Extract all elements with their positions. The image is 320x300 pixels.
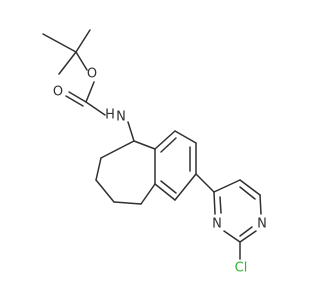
- bond-pc6-n1: [259, 194, 262, 215]
- bond-c5-c6: [100, 140, 135, 159]
- bond-n3-pc4-inner: [219, 196, 222, 214]
- bond-c2-pyrimidine: [195, 173, 215, 193]
- bond-c-o-double-a: [68, 91, 87, 103]
- bond-pc5-pc6-inner: [239, 186, 256, 200]
- bond-c2-c1: [174, 173, 197, 201]
- bond-n1-pc2-double: [239, 230, 257, 243]
- molecule-structure: O O H N N N Cl: [42, 29, 267, 276]
- pyrimidine-n1-label: N: [257, 217, 267, 232]
- amine-nitrogen-label: N: [116, 110, 126, 125]
- carbonyl-oxygen-label: O: [53, 85, 63, 100]
- bond-c8-c9: [113, 201, 142, 205]
- bond-c1-c9a-inner: [160, 180, 177, 194]
- ester-oxygen-label: O: [87, 67, 97, 82]
- bond-tbu-methyl-1: [42, 33, 77, 53]
- bond-c6-c7: [95, 157, 102, 181]
- bond-c-n: [85, 101, 106, 116]
- bond-tbu-o: [75, 51, 88, 71]
- amine-hydrogen-label: H: [105, 108, 115, 123]
- bonds: [42, 29, 262, 260]
- bond-c4-c3: [174, 130, 197, 144]
- bond-c5-c4a: [133, 140, 156, 150]
- bond-pc4-pc5: [213, 179, 241, 193]
- bond-tbu-methyl-2: [75, 29, 91, 53]
- bond-n3-pc4-double: [213, 191, 216, 215]
- bond-c1-c9a-double: [154, 183, 176, 201]
- bond-tbu-methyl-3: [58, 51, 77, 75]
- atom-labels: O O H N N N Cl: [53, 67, 267, 276]
- bond-c-o-double-b: [65, 95, 84, 107]
- bond-n1-pc2-inner: [239, 226, 253, 237]
- pyrimidine-n3-label: N: [212, 217, 222, 232]
- bond-o-carbonyl-c: [85, 81, 95, 103]
- bond-c4a-c4-inner: [160, 137, 177, 153]
- bond-c7-c8: [95, 179, 115, 203]
- bond-c4a-c4-double: [154, 130, 176, 150]
- bond-pc5-pc6-double: [239, 179, 261, 196]
- bond-n-c5: [127, 121, 135, 142]
- bond-c9-c9a: [140, 183, 156, 205]
- chlorine-label: Cl: [235, 261, 248, 276]
- bond-pc2-n3: [223, 230, 241, 243]
